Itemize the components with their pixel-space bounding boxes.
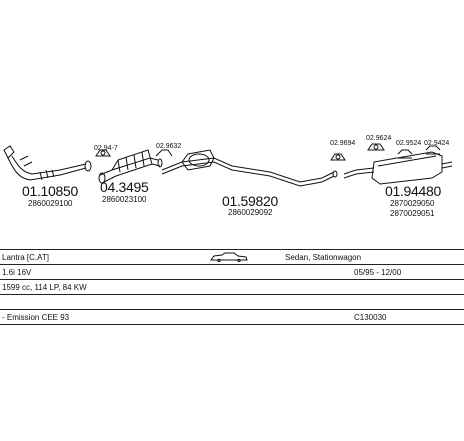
row-specs: 1599 cc, 114 LP, 84 KW [0, 279, 464, 295]
body-type-text: Sedan, Stationwagon [285, 253, 362, 262]
part-number-2: 04.3495 [100, 179, 149, 195]
clamp-tag-1: 02.94-7 [94, 145, 118, 152]
part-number-4: 01.94480 [385, 183, 441, 199]
part-ref-3: 2860029092 [228, 208, 273, 217]
front-downpipe-drawing [3, 145, 92, 181]
catalytic-converter-drawing [98, 149, 163, 184]
center-pipe-drawing [161, 149, 338, 187]
part-number-3: 01.59820 [222, 193, 278, 209]
row-spacer [0, 294, 464, 310]
row-model: Lantra [C.AT] Sedan, Stationwagon [0, 249, 464, 265]
car-icon [210, 252, 248, 264]
model-text: Lantra [C.AT] [2, 253, 49, 262]
part-ref-4a: 2870029050 [390, 199, 435, 208]
clamp-tag-4: 02.9624 [366, 135, 392, 142]
part-ref-4b: 2870029051 [390, 209, 435, 218]
engine-text: 1.6i 16V [2, 268, 32, 277]
row-emission: - Emission CEE 93 C130030 [0, 309, 464, 325]
years-text: 05/95 - 12/00 [354, 268, 402, 277]
row-engine: 1.6i 16V 05/95 - 12/00 [0, 264, 464, 280]
part-number-1: 01.10850 [22, 183, 78, 199]
rear-silencer-drawing [343, 151, 453, 185]
clamp-tag-2: 02.9632 [156, 143, 182, 150]
clamp-tag-3: 02.9694 [330, 140, 356, 147]
clamps-drawing [95, 143, 441, 161]
specs-text: 1599 cc, 114 LP, 84 KW [2, 283, 87, 292]
clamp-tag-5: 02.9524 [396, 140, 422, 147]
table-bottom-border [0, 324, 464, 325]
part-ref-1: 2860029100 [28, 199, 73, 208]
exhaust-diagram: 01.10850 2860029100 04.3495 2860023100 0… [3, 135, 453, 218]
part-ref-2: 2860023100 [102, 195, 147, 204]
code-text: C130030 [354, 313, 387, 322]
exhaust-drawing [3, 143, 453, 187]
emission-text: - Emission CEE 93 [2, 313, 70, 322]
clamp-tag-6: 02.9424 [424, 140, 450, 147]
